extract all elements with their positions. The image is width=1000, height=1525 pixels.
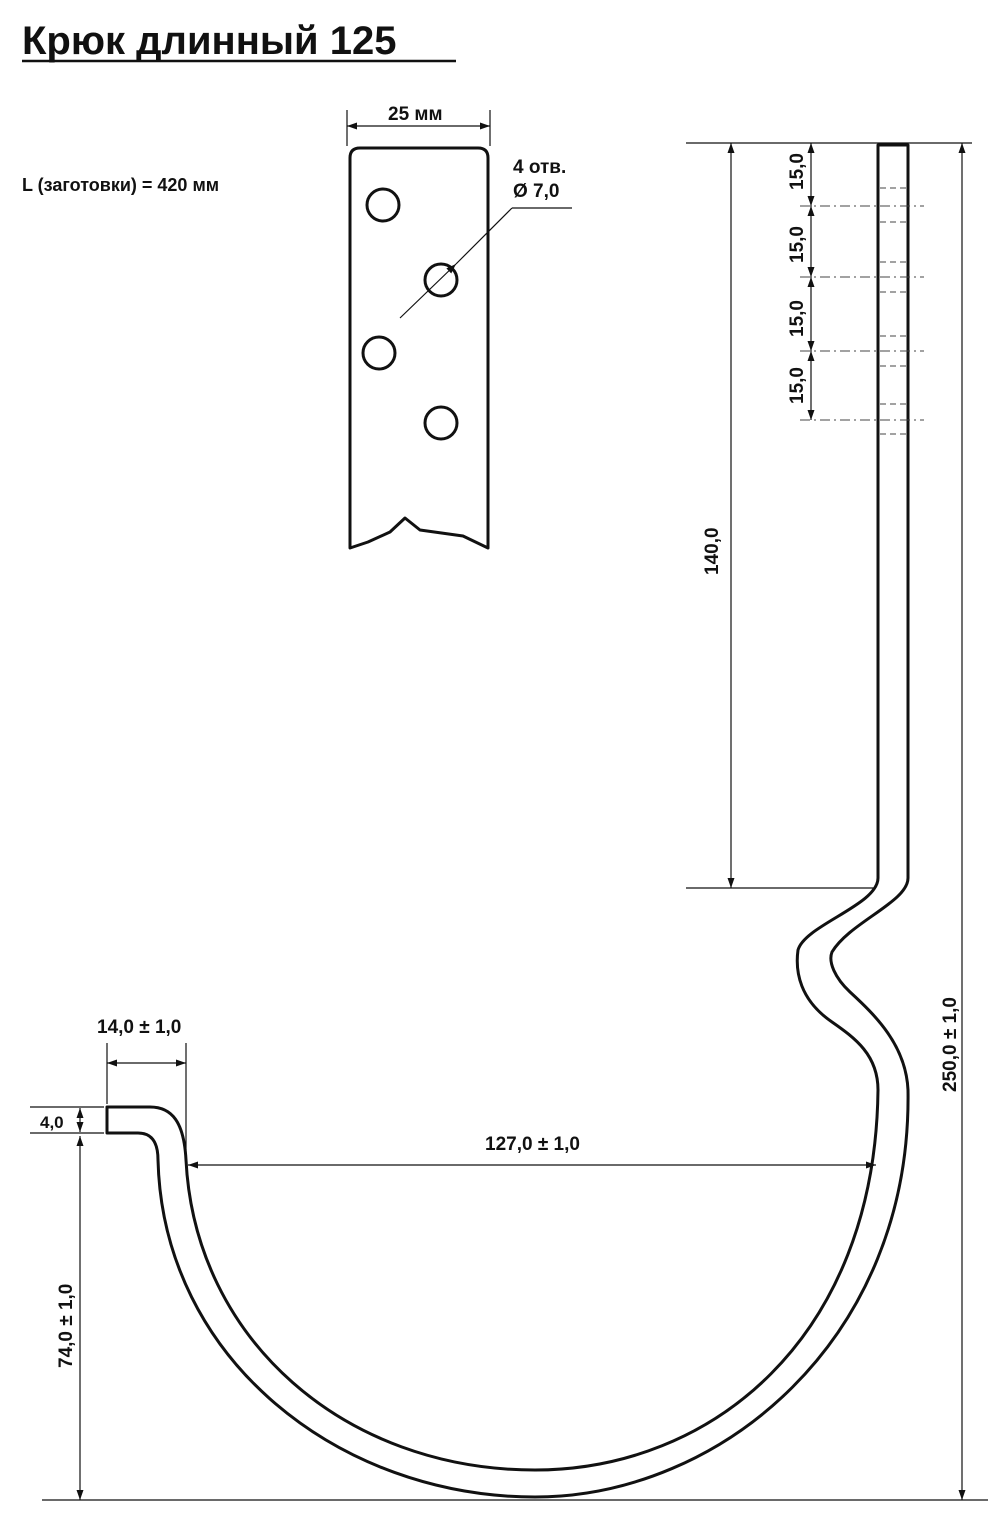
- hole-spacing-label-4: 15,0: [787, 367, 808, 404]
- hole-count-label: 4 отв.: [513, 157, 566, 178]
- hole-2: [423, 262, 459, 298]
- hole-diameter-leader-ext: [455, 207, 513, 265]
- strip-outline: [348, 146, 490, 550]
- total-height-label: 250,0 ± 1,0: [940, 997, 961, 1092]
- strip-detail: 25 мм 4 отв. Ø 7,0: [346, 104, 572, 550]
- drawing-title: Крюк длинный 125: [22, 19, 396, 63]
- hole-4: [423, 405, 459, 441]
- blank-length-note: L (заготовки) = 420 мм: [22, 175, 219, 195]
- hole-diameter-leader: [399, 263, 457, 319]
- cradle-depth-label: 74,0 ± 1,0: [56, 1284, 77, 1368]
- inner-width-label: 127,0 ± 1,0: [485, 1134, 580, 1155]
- hole-spacing-label-3: 15,0: [787, 300, 808, 337]
- lip-height-label: 4,0: [40, 1113, 64, 1132]
- strip-width-label: 25 мм: [388, 104, 443, 125]
- hole-3: [361, 335, 397, 371]
- hole-spacing-label-2: 15,0: [787, 226, 808, 263]
- dimensions: 15,0 15,0 15,0 15,0 140,0 250,0 ± 1,0 12…: [30, 142, 988, 1501]
- hook-profile: [105, 143, 924, 1499]
- lip-length-label: 14,0 ± 1,0: [97, 1017, 181, 1038]
- hook-outline: [105, 143, 910, 1499]
- hole-spacing-label-1: 15,0: [787, 153, 808, 190]
- shank-length-label: 140,0: [702, 527, 723, 575]
- hole-1: [365, 187, 401, 223]
- hole-diameter-label: Ø 7,0: [513, 181, 559, 202]
